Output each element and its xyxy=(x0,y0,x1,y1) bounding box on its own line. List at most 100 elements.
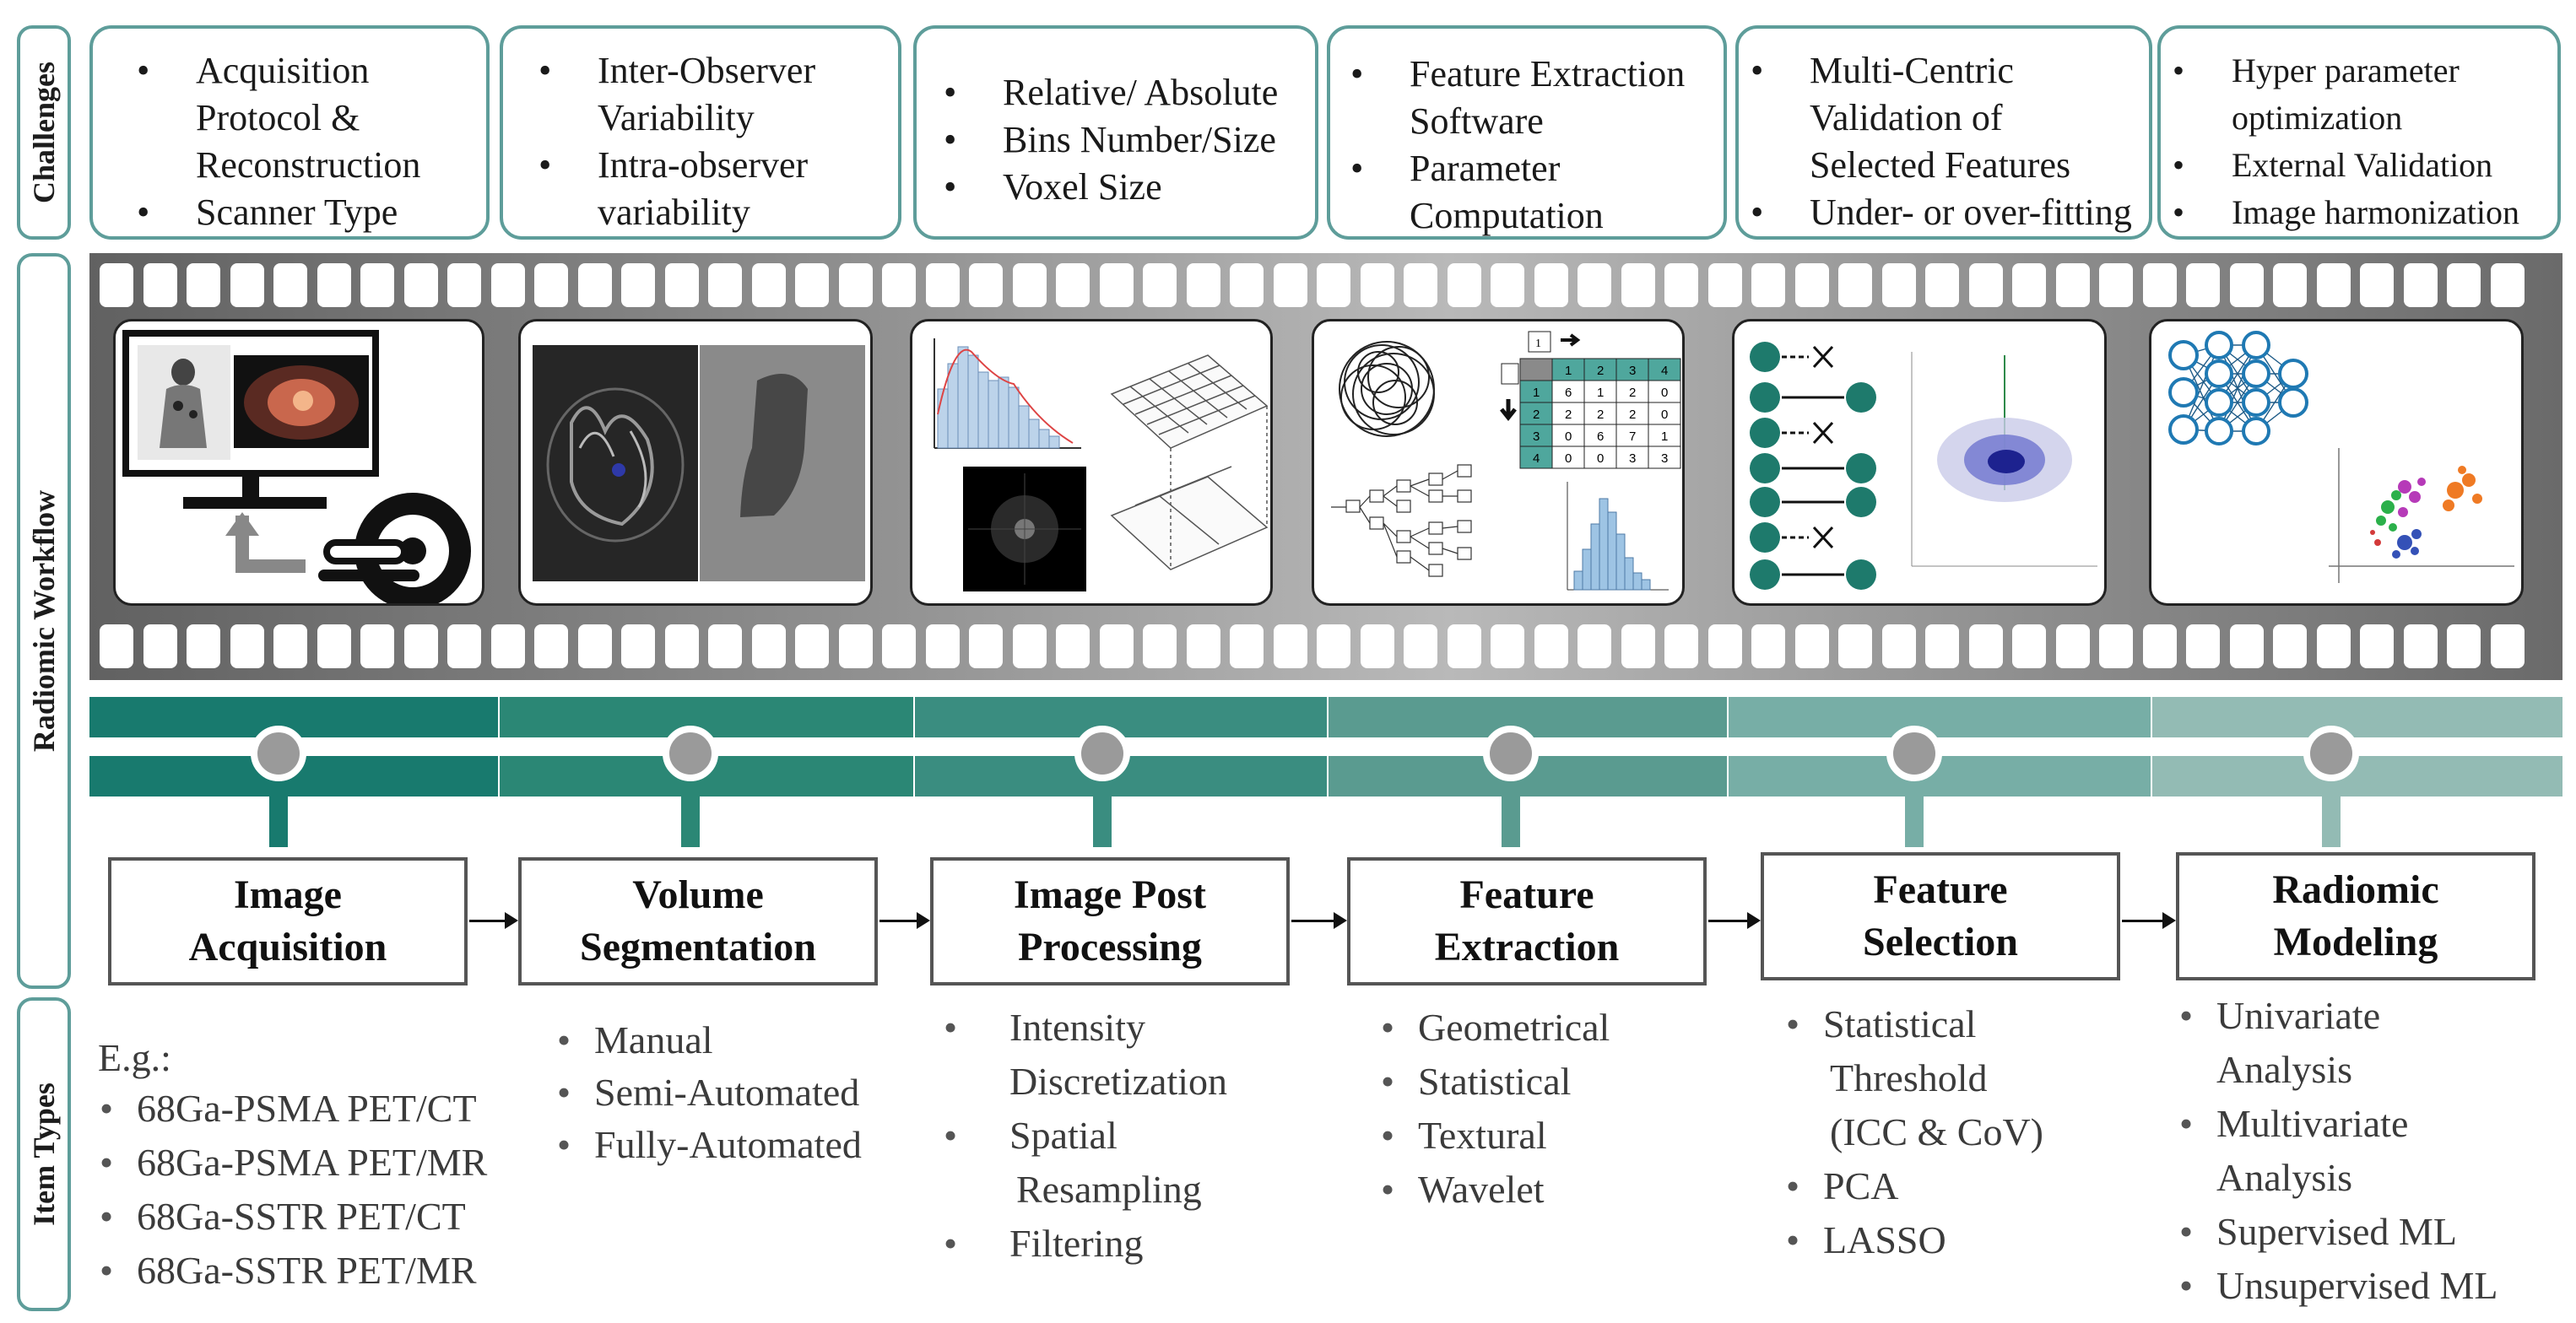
film-hole xyxy=(2490,263,2525,307)
film-hole xyxy=(317,624,351,668)
timeline-stem xyxy=(1905,796,1924,847)
challenge-line: Bins Number/Size xyxy=(944,116,1310,164)
film-hole xyxy=(534,263,568,307)
svg-text:1: 1 xyxy=(1535,338,1541,350)
matrix-cell-text: 2 xyxy=(1533,408,1540,422)
item-type: 68Ga-SSTR PET/CT xyxy=(100,1190,487,1244)
film-hole xyxy=(317,263,351,307)
challenge-line: variability xyxy=(598,192,750,233)
item-type: Wavelet xyxy=(1381,1163,1610,1217)
film-hole xyxy=(1447,263,1481,307)
film-hole xyxy=(2229,624,2264,668)
film-hole xyxy=(621,263,655,307)
film-hole xyxy=(2316,263,2351,307)
film-hole xyxy=(577,263,612,307)
workflow-side-label: Radiomic Workflow xyxy=(17,253,71,989)
film-hole xyxy=(882,263,916,307)
matrix-cell-text: 2 xyxy=(1597,364,1604,378)
challenge-line: optimization xyxy=(2232,99,2403,137)
matrix-cell xyxy=(1648,446,1681,469)
item-type: Discretization xyxy=(1009,1060,1228,1103)
film-hole xyxy=(1099,624,1134,668)
matrix-cell-text: 6 xyxy=(1565,386,1572,400)
film-hole xyxy=(187,624,220,668)
matrix-cell xyxy=(1551,446,1585,469)
extraction-histogram-icon xyxy=(1567,482,1669,591)
challenge-line: Multi-Centric xyxy=(1751,47,2144,94)
film-hole xyxy=(2186,263,2220,307)
matrix-cell-text: 3 xyxy=(1533,429,1540,444)
film-hole xyxy=(1143,263,1177,307)
matrix-cell xyxy=(1583,402,1617,425)
challenge-line: External Validation xyxy=(2173,142,2552,189)
film-hole xyxy=(2012,624,2046,668)
matrix-cell xyxy=(1615,446,1649,469)
film-hole xyxy=(2360,624,2394,668)
matrix-cell-text: 1 xyxy=(1565,364,1572,378)
film-hole xyxy=(2055,263,2090,307)
matrix-cell-text: 1 xyxy=(1533,386,1540,400)
film-hole xyxy=(1534,263,1568,307)
frame-image-acquisition xyxy=(113,319,484,606)
film-hole xyxy=(1925,624,1959,668)
item-type: Threshold xyxy=(1830,1056,1988,1099)
matrix-cell-text: 2 xyxy=(1565,408,1572,422)
item-type: Textural xyxy=(1381,1109,1610,1163)
challenge-line: Inter-Observer xyxy=(538,47,893,94)
film-hole xyxy=(360,624,394,668)
film-hole xyxy=(1794,263,1829,307)
item-type: Analysis xyxy=(2216,1048,2352,1091)
film-hole xyxy=(2012,263,2046,307)
challenge-box-4: Feature Extraction Software Parameter Co… xyxy=(1327,25,1727,240)
timeline-bar xyxy=(1729,697,2151,737)
segmentation-icon xyxy=(533,345,865,581)
film-hole xyxy=(708,624,742,668)
matrix-cell xyxy=(1648,424,1681,447)
step-title-line: Volume xyxy=(632,872,764,917)
item-type: Resampling xyxy=(1016,1168,1202,1211)
item-type: Statistical xyxy=(1786,997,2037,1051)
challenges-side-label: Challenges xyxy=(17,25,71,240)
challenge-line: Reconstruction xyxy=(196,144,421,186)
film-hole xyxy=(2447,624,2481,668)
film-hole xyxy=(1534,624,1568,668)
film-hole xyxy=(273,263,307,307)
film-hole xyxy=(1273,263,1307,307)
challenge-line: Protocol & xyxy=(196,97,360,138)
item-list-volume-segmentation: Manual Semi-Automated Fully-Automated xyxy=(557,1014,862,1171)
timeline-stem xyxy=(1093,796,1112,847)
film-hole xyxy=(2142,624,2177,668)
timeline-stem xyxy=(2322,796,2341,847)
item-type: Filtering xyxy=(944,1217,1227,1271)
film-hole xyxy=(838,263,873,307)
matrix-cell-text: 4 xyxy=(1533,451,1540,466)
timeline-node xyxy=(2303,726,2359,781)
histogram-icon xyxy=(934,338,1269,591)
film-hole xyxy=(2099,624,2133,668)
item-type: Intensity xyxy=(944,1001,1227,1055)
matrix-cell-text: 3 xyxy=(1629,451,1636,466)
item-type: Statistical xyxy=(1381,1055,1610,1109)
film-hole xyxy=(1881,624,1916,668)
film-hole xyxy=(1968,624,2003,668)
film-hole xyxy=(1056,624,1090,668)
film-hole xyxy=(230,263,264,307)
film-hole xyxy=(230,624,264,668)
matrix-cell xyxy=(1648,380,1681,403)
film-hole xyxy=(403,624,438,668)
film-hole xyxy=(1056,263,1090,307)
matrix-cell-text: 0 xyxy=(1661,408,1668,422)
film-hole xyxy=(490,263,525,307)
film-hole xyxy=(1360,624,1394,668)
film-hole xyxy=(1491,263,1524,307)
film-hole xyxy=(2055,624,2090,668)
item-type: E.g.: xyxy=(98,1036,171,1079)
frame-volume-segmentation xyxy=(518,319,873,606)
film-hole xyxy=(664,624,699,668)
matrix-cell xyxy=(1519,358,1553,381)
film-hole xyxy=(1621,624,1655,668)
challenge-box-6: Hyper parameter optimization External Va… xyxy=(2157,25,2561,240)
item-type: Unsupervised ML xyxy=(2179,1259,2498,1313)
item-list-feature-selection: Statistical Threshold (ICC & CoV) PCA LA… xyxy=(1786,997,2043,1267)
